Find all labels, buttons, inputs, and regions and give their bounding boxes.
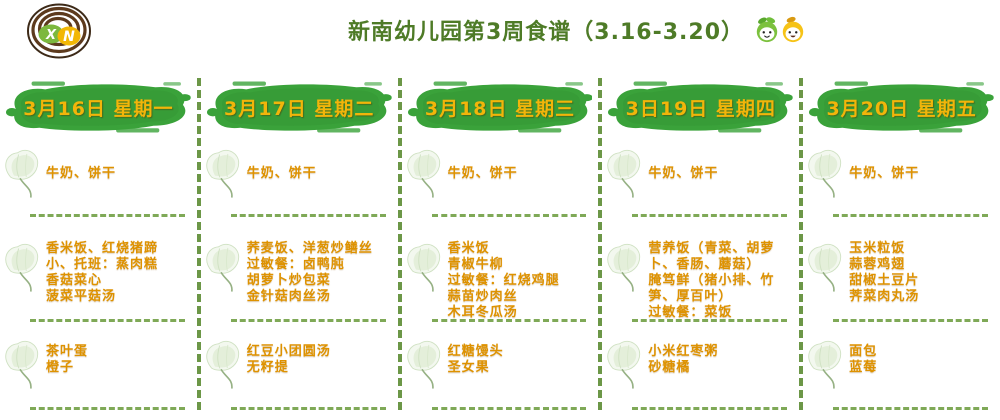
row-divider xyxy=(632,214,788,217)
date-label: 3月20日 星期五 xyxy=(826,97,977,120)
snack-row: 红豆小团圆汤 无籽提 xyxy=(201,322,398,407)
menu-grid: 3月16日 星期一 牛奶、饼干 香米饭、红烧猪蹄 小、托班：蒸肉糕 香菇菜心 菠… xyxy=(0,78,1000,410)
snack-row: 小米红枣粥 砂糖橘 xyxy=(602,322,799,407)
lunch-text: 香米饭、红烧猪蹄 小、托班：蒸肉糕 香菇菜心 菠菜平菇汤 xyxy=(46,241,159,304)
veggie-mascots-icon xyxy=(756,16,804,43)
day-header: 3月18日 星期三 xyxy=(408,80,593,134)
row-divider xyxy=(230,214,386,217)
breakfast-text: 牛奶、饼干 xyxy=(849,166,920,181)
flower-icon xyxy=(0,144,47,204)
flower-icon xyxy=(802,144,851,204)
flower-icon xyxy=(802,238,851,298)
flower-icon xyxy=(400,238,449,298)
date-label: 3日19日 星期四 xyxy=(625,97,776,120)
day-column-tuesday: 3月17日 星期二 牛奶、饼干 荞麦饭、洋葱炒鳝丝 过敏餐：卤鸭肫 胡萝卜炒包菜… xyxy=(196,78,398,410)
lunch-row: 玉米粒饭 蒜蓉鸡翅 甜椒土豆片 荠菜肉丸汤 xyxy=(803,217,1000,319)
lunch-text: 香米饭 青椒牛柳 过敏餐：红烧鸡腿 蒜苗炒肉丝 木耳冬瓜汤 xyxy=(447,241,560,320)
day-header: 3日19日 星期四 xyxy=(608,80,793,134)
breakfast-row: 牛奶、饼干 xyxy=(201,134,398,214)
day-header: 3月16日 星期一 xyxy=(6,80,191,134)
row-divider xyxy=(431,214,587,217)
row-divider xyxy=(431,407,587,410)
snack-text: 面包 蓝莓 xyxy=(849,344,878,375)
flower-icon xyxy=(601,238,650,298)
row-divider xyxy=(230,407,386,410)
flower-icon xyxy=(199,144,248,204)
row-divider xyxy=(431,319,587,322)
date-label: 3月16日 星期一 xyxy=(23,97,174,120)
lunch-row: 荞麦饭、洋葱炒鳝丝 过敏餐：卤鸭肫 胡萝卜炒包菜 金针菇肉丝汤 xyxy=(201,217,398,319)
row-divider xyxy=(833,407,988,410)
day-column-thursday: 3日19日 星期四 牛奶、饼干 营养饭（青菜、胡萝卜、香肠、蘑菇） 腌笃鲜（猪小… xyxy=(598,78,799,410)
flower-icon xyxy=(199,334,248,394)
lunch-text: 荞麦饭、洋葱炒鳝丝 过敏餐：卤鸭肫 胡萝卜炒包菜 金针菇肉丝汤 xyxy=(246,241,373,304)
flower-icon xyxy=(0,334,47,394)
kindergarten-logo: X N xyxy=(27,3,91,59)
flower-icon xyxy=(802,334,851,394)
row-divider xyxy=(30,319,185,322)
date-label: 3月18日 星期三 xyxy=(424,97,576,120)
row-divider xyxy=(833,214,988,217)
flower-icon xyxy=(199,238,248,298)
flower-icon xyxy=(0,238,47,298)
day-column-friday: 3月20日 星期五 牛奶、饼干 玉米粒饭 蒜蓉鸡翅 甜椒土豆片 荠菜肉丸汤 面包… xyxy=(799,78,1000,410)
row-divider xyxy=(30,407,185,410)
flower-icon xyxy=(601,144,650,204)
flower-icon xyxy=(400,144,449,204)
day-header: 3月17日 星期二 xyxy=(207,80,392,134)
title-bar: 新南幼儿园第3周食谱（3.16-3.20） xyxy=(348,14,806,46)
row-divider xyxy=(632,407,788,410)
row-divider xyxy=(30,214,185,217)
row-divider xyxy=(230,319,386,322)
logo-letter-x: X xyxy=(45,28,57,43)
snack-text: 红豆小团圆汤 无籽提 xyxy=(246,344,331,375)
day-column-monday: 3月16日 星期一 牛奶、饼干 香米饭、红烧猪蹄 小、托班：蒸肉糕 香菇菜心 菠… xyxy=(0,78,197,410)
breakfast-text: 牛奶、饼干 xyxy=(46,166,117,181)
snack-text: 红糖馒头 圣女果 xyxy=(447,344,504,375)
snack-row: 面包 蓝莓 xyxy=(803,322,1000,407)
row-divider xyxy=(833,319,988,322)
snack-text: 茶叶蛋 橙子 xyxy=(46,344,89,375)
breakfast-row: 牛奶、饼干 xyxy=(602,134,799,214)
snack-text: 小米红枣粥 砂糖橘 xyxy=(648,344,719,375)
breakfast-text: 牛奶、饼干 xyxy=(648,166,719,181)
lunch-text: 营养饭（青菜、胡萝卜、香肠、蘑菇） 腌笃鲜（猪小排、竹笋、厚百叶） 过敏餐：菜饭 xyxy=(648,241,775,320)
lunch-row: 营养饭（青菜、胡萝卜、香肠、蘑菇） 腌笃鲜（猪小排、竹笋、厚百叶） 过敏餐：菜饭 xyxy=(601,217,799,320)
flower-icon xyxy=(400,334,449,394)
logo-letter-n: N xyxy=(63,29,75,45)
snack-row: 茶叶蛋 橙子 xyxy=(0,322,197,407)
lunch-text: 玉米粒饭 蒜蓉鸡翅 甜椒土豆片 荠菜肉丸汤 xyxy=(849,241,920,304)
flower-icon xyxy=(601,334,650,394)
date-label: 3月17日 星期二 xyxy=(224,97,375,120)
day-header: 3月20日 星期五 xyxy=(809,80,994,134)
day-column-wednesday: 3月18日 星期三 牛奶、饼干 香米饭 青椒牛柳 过敏餐：红烧鸡腿 蒜苗炒肉丝 … xyxy=(397,78,599,410)
breakfast-row: 牛奶、饼干 xyxy=(803,134,1000,214)
breakfast-text: 牛奶、饼干 xyxy=(447,166,518,181)
lunch-row: 香米饭 青椒牛柳 过敏餐：红烧鸡腿 蒜苗炒肉丝 木耳冬瓜汤 xyxy=(400,217,599,320)
lunch-row: 香米饭、红烧猪蹄 小、托班：蒸肉糕 香菇菜心 菠菜平菇汤 xyxy=(0,217,197,319)
row-divider xyxy=(632,319,788,322)
snack-row: 红糖馒头 圣女果 xyxy=(402,322,599,407)
breakfast-text: 牛奶、饼干 xyxy=(246,166,317,181)
page-title: 新南幼儿园第3周食谱（3.16-3.20） xyxy=(348,20,744,45)
breakfast-row: 牛奶、饼干 xyxy=(0,134,197,214)
breakfast-row: 牛奶、饼干 xyxy=(402,134,599,214)
